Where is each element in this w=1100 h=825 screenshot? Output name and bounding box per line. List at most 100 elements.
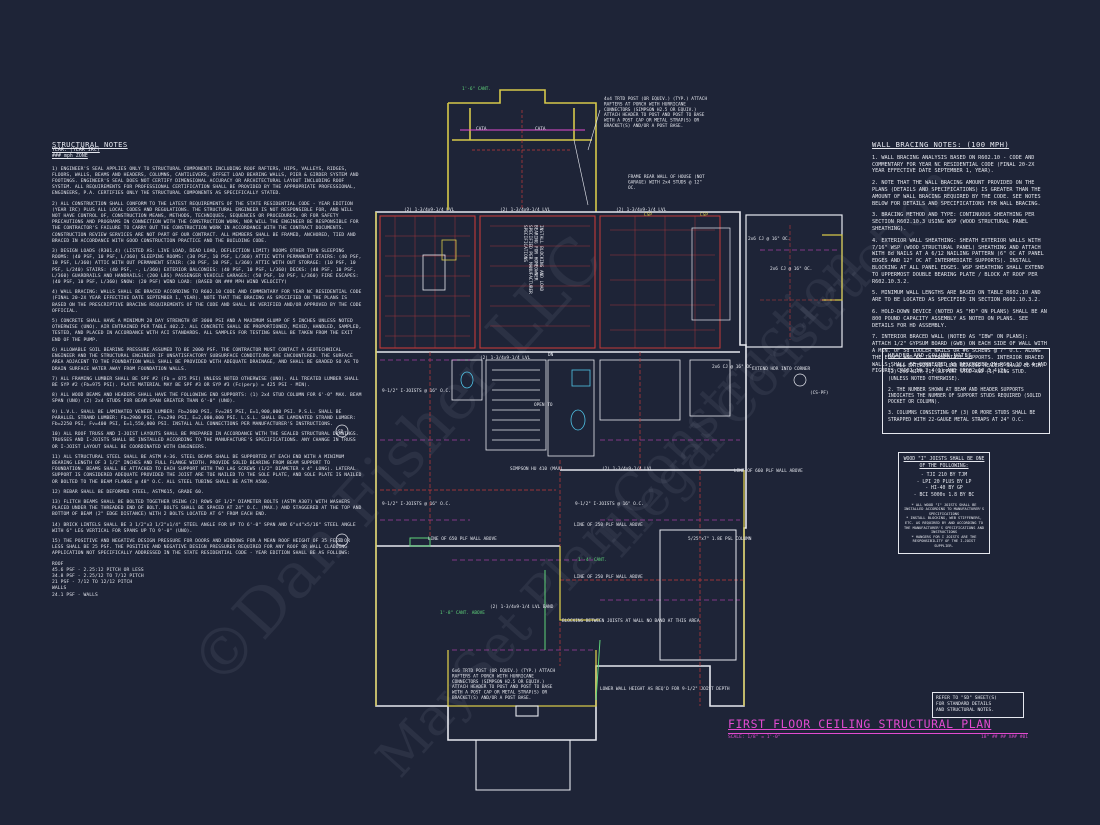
structural-note-tail-line: 34.8 PSF - 2.25/12 TO 7/12 PITCH (52, 573, 144, 579)
upper-right-rooms (599, 215, 721, 349)
cant-top: 1'-6" CANT. (462, 86, 491, 92)
plan-scale-row: SCALE: 1/8" = 1'-0" 18" ## ## X## #01 (728, 733, 1028, 740)
extend-hdr: EXTEND HDR INTO CORNER (752, 366, 811, 372)
structural-note: 2) ALL CONSTRUCTION SHALL CONFORM TO THE… (52, 201, 359, 244)
structural-note: 10) ALL ROOF TRUSS AND I-JOIST LAYOUTS S… (52, 432, 359, 450)
i-joist-option: - HI-40 BY GP (925, 486, 963, 492)
structural-note: 5) CONCRETE SHALL HAVE A MINIMUM 28 DAY … (52, 319, 362, 343)
structural-note: 6) ALLOWABLE SOIL BEARING PRESSURE ASSUM… (52, 347, 359, 372)
cant-mid: 1'-4" CANT. (578, 557, 607, 563)
lvl-top-1: (2) 1-3/4x9-1/4 LVL (404, 207, 455, 213)
hu-label: SIMPSON HU 410 (MAX) (510, 466, 563, 472)
cata-left: CATA (476, 126, 487, 132)
wall-bracing-note: 7. INTERIOR BRACED WALL (NOTED AS "IBW" … (872, 334, 1047, 375)
i-joist-footnote: * ALL WOOD "I" JOISTS SHALL BE INSTALLED… (903, 502, 985, 516)
wall-bracing-note: 4. EXTERIOR WALL SHEATHING: SHEATH EXTER… (872, 237, 1044, 285)
structural-notes-paragraphs: 1) ENGINEER'S SEAL APPLIES ONLY TO STRUC… (52, 167, 362, 558)
structural-note: 3) DESIGN LOADS (R301.4) (LISTED AS: LIV… (52, 249, 362, 286)
scale-label: SCALE: (728, 735, 745, 740)
scale-value: 1/8" = 1'-0" (747, 735, 781, 740)
structural-notes-title: STRUCTURAL NOTES (52, 140, 128, 149)
open-label: OPEN TO (534, 402, 553, 408)
csp-1: CSP (644, 212, 652, 218)
sheet-note: 18" ## ## X## #01 (980, 735, 1028, 740)
structural-note-tail-line: WALLS (52, 586, 67, 592)
wall-bracing-note: 1. WALL BRACING ANALYSIS BASED ON R602.1… (872, 154, 1035, 175)
structural-note: 12) REBAR SHALL BE DEFORMED STEEL, ASTM6… (52, 489, 204, 495)
structural-note: 1) ENGINEER'S SEAL APPLIES ONLY TO STRUC… (52, 166, 359, 197)
header-column-notes: HEADER AND COLUMN NOTES 1. ALL EXTERIOR … (882, 348, 1050, 434)
cata-right: CATA (535, 126, 546, 132)
line-650: LINE OF 650 PLF WALL ABOVE (428, 536, 497, 542)
i-joist-footnote: * INSTALL BLOCKING, WEB STIFFENERS, ETC.… (903, 516, 985, 535)
header-notes-paragraphs: 1. ALL EXTERIOR AND LOAD BEARING HEADERS… (888, 364, 1044, 424)
lvl-mid-1: (2) 1-3/4x9-1/4 LVL (616, 207, 667, 213)
joist-arrows (380, 249, 840, 651)
blocking (409, 537, 601, 701)
center-core (451, 359, 731, 457)
structural-note: 11) ALL STRUCTURAL STEEL SHALL BE ASTM A… (52, 454, 362, 485)
wall-bracing-note: 6. HOLD-DOWN DEVICE (NOTED AS "HD" ON PL… (872, 308, 1047, 329)
lvl-low-2: (2) 1-3/4x9-1/4 LVL BAND (490, 604, 554, 610)
wall-bracing-note: 2. NOTE THAT THE WALL BRACING AMOUNT PRO… (872, 180, 1041, 207)
structural-note: 14) BRICK LINTELS SHALL BE 3 1/2"x3 1/2"… (52, 522, 356, 534)
refer-line: AND STRUCTURAL NOTES. (936, 708, 995, 713)
i-joist-footnotes: * ALL WOOD "I" JOISTS SHALL BE INSTALLED… (903, 503, 985, 549)
beam-lines (380, 352, 744, 706)
refer-box: REFER TO "SD" SHEET(S)FOR STANDARD DETAI… (932, 692, 1024, 718)
cj-right-2: 2x6 CJ @ 16" OC. (770, 266, 812, 272)
structural-note: 7) ALL FRAMING LUMBER SHALL BE SPF #2 (F… (52, 376, 359, 388)
joist-2: 9-1/2" I-JOISTS @ 16" O.C. (575, 501, 644, 507)
cant-low: 1'-8" CANT. ABOVE (440, 610, 485, 616)
i-joist-option: - TJI 210 BY TJM (920, 473, 968, 479)
cj-right-1: 2x6 CJ @ 16" OC. (748, 236, 790, 242)
structural-note-tail-line: ROOF (52, 561, 64, 567)
structural-note-tail-line: 24.1 PSF - WALLS (52, 592, 98, 598)
wind-zone: ### mph ZONE (52, 154, 88, 160)
rear-porch (447, 89, 597, 212)
joist-3: 9-1/2" I-JOISTS @ 16" O.C. (382, 501, 451, 507)
i-joist-items: - TJI 210 BY TJM- LPI 20 PLUS BY LP- HI-… (903, 473, 985, 499)
wall-bracing-note: 3. BRACING METHOD AND TYPE: CONTINUOUS S… (872, 212, 1035, 232)
outer-walls (375, 211, 747, 741)
structural-note: 15) THE POSITIVE AND NEGATIVE DESIGN PRE… (52, 538, 351, 557)
header-note: 2. THE NUMBER SHOWN AT BEAM AND HEADER S… (888, 387, 1042, 406)
wall-bracing-title: WALL BRACING NOTES: (100 MPH) (872, 140, 1010, 149)
garage (745, 214, 843, 348)
structural-note: 9) L.V.L. SHALL BE LAMINATED VENEER LUMB… (52, 409, 356, 427)
upper-left-rooms (379, 215, 596, 349)
psl-column: 5/25"x7" 1.8E PSL COLUMN (688, 536, 752, 542)
lvl-low-1: (2) 1-3/4x9-1/4 LVL (602, 466, 653, 472)
wall-bracing-notes: WALL BRACING NOTES: (100 MPH) 1. WALL BR… (872, 140, 1048, 380)
wall-bracing-paragraphs: 1. WALL BRACING ANALYSIS BASED ON R602.1… (872, 155, 1048, 375)
header-note: 1. ALL EXTERIOR AND LOAD BEARING HEADERS… (888, 364, 1044, 382)
front-porch (475, 705, 571, 791)
lower-wall-label: LOWER WALL HEIGHT AS REQ'D FOR 9-1/2" JO… (600, 686, 730, 692)
plan-title-block: FIRST FLOOR CEILING STRUCTURAL PLAN SCAL… (728, 717, 1028, 740)
structural-note-tail-line: 21 PSF - 7/12 TO 12/12 PITCH (52, 580, 133, 586)
csp-2: CSP (700, 212, 708, 218)
refer-line: FOR STANDARD DETAILS (936, 702, 992, 707)
i-joist-footnote: * HANGERS FOR I JOISTS ARE THE RESPONSIB… (911, 534, 977, 548)
sd-marker-left-2: SD (338, 538, 344, 544)
plan-title: FIRST FLOOR CEILING STRUCTURAL PLAN (728, 717, 992, 731)
cj-right-3: 2x6 CJ @ 16" OC. (712, 364, 754, 370)
refer-lines: REFER TO "SD" SHEET(S)FOR STANDARD DETAI… (936, 696, 1020, 714)
header-note: 3. COLUMNS CONSISTING OF (3) OR MORE STU… (888, 411, 1036, 423)
line-250b: LINE OF 250 PLF WALL ABOVE (574, 574, 643, 580)
structural-note-tail-line: 45.6 PSF - 2.25:12 PITCH OR LESS (52, 567, 144, 573)
i-joist-option: - BCI 5000s 1.8 BY BC (913, 492, 975, 498)
line-660: LINE OF 660 PLF WALL ABOVE (734, 468, 803, 474)
line-250: LINE OF 250 PLF WALL ABOVE (574, 522, 643, 528)
structural-notes: STRUCTURAL NOTES YEAR: (YEAR IRC) ### mp… (52, 140, 362, 599)
i-joist-title: WOOD "I" JOISTS SHALL BE ONE OF THE FOLL… (903, 457, 985, 469)
joist-1: 9-1/2" I-JOISTS @ 16" O.C. (382, 388, 451, 394)
structural-note: 8) ALL WOOD BEAMS AND HEADERS SHALL HAVE… (52, 393, 362, 405)
structural-note: 13) FLITCH BEAMS SHALL BE BOLTED TOGETHE… (52, 499, 362, 518)
